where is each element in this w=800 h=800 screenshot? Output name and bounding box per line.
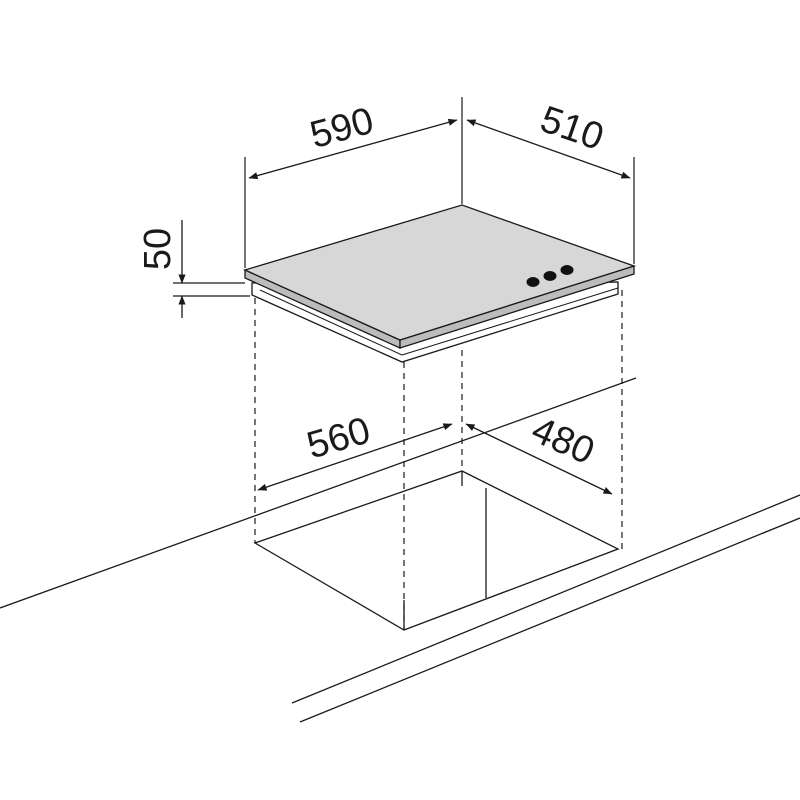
label-cutout-width: 560 (302, 410, 375, 468)
dimension-line-width (248, 118, 458, 180)
projection-lines (254, 290, 623, 630)
extension-lines (173, 97, 635, 297)
hob-base-line-right (401, 287, 619, 356)
label-cutout-depth: 480 (525, 409, 600, 473)
control-knobs (526, 265, 574, 287)
cutout-opening (253, 470, 620, 631)
label-top-width: 590 (306, 100, 378, 157)
dimension-line-depth (466, 119, 631, 179)
hob (243, 204, 637, 363)
knob-icon (543, 271, 557, 281)
countertop (0, 377, 800, 723)
hob-top-surface (243, 204, 637, 341)
countertop-front-edge-top (291, 494, 800, 704)
label-height: 50 (137, 228, 179, 270)
dimension-line-cutout-depth (465, 423, 613, 495)
dimension-lines (178, 118, 631, 495)
cutout-rim (253, 470, 620, 631)
knob-icon (560, 265, 574, 275)
knob-icon (526, 277, 540, 287)
countertop-front-edge-bottom (299, 517, 800, 723)
countertop-back-edge (0, 377, 637, 609)
dimension-line-cutout-width (257, 423, 453, 491)
label-top-depth: 510 (535, 98, 609, 158)
hob-base-line (259, 289, 403, 356)
